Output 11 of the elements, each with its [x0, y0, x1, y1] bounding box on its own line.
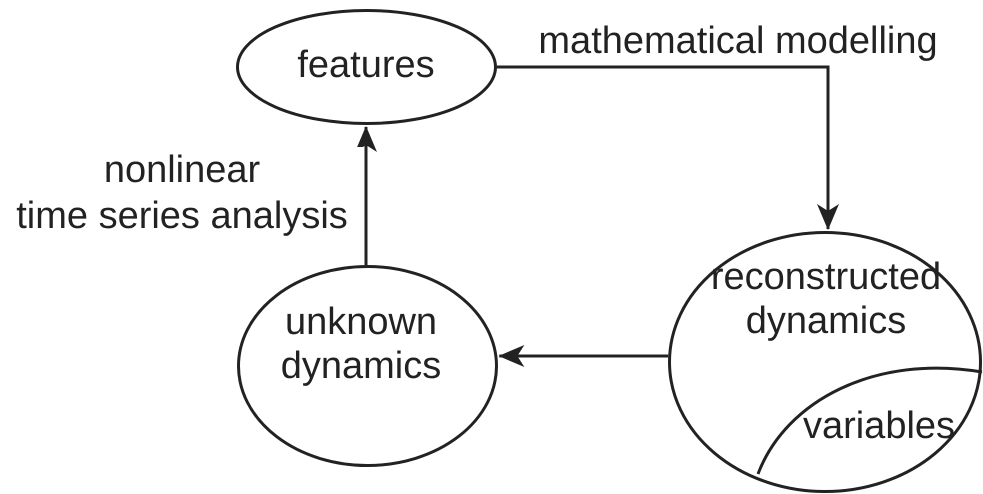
ellipse-node: [237, 265, 498, 467]
node-label: variables: [802, 404, 956, 448]
region-arc: [756, 366, 982, 475]
ellipse-node: [236, 9, 497, 125]
node-label: features: [296, 43, 436, 87]
arrow: [355, 126, 377, 265]
node-label: unknown dynamics: [280, 300, 442, 388]
arrow: [497, 66, 839, 230]
ellipse-node: [668, 231, 982, 493]
node-label: reconstructed dynamics: [710, 255, 942, 343]
arrow: [498, 345, 668, 367]
